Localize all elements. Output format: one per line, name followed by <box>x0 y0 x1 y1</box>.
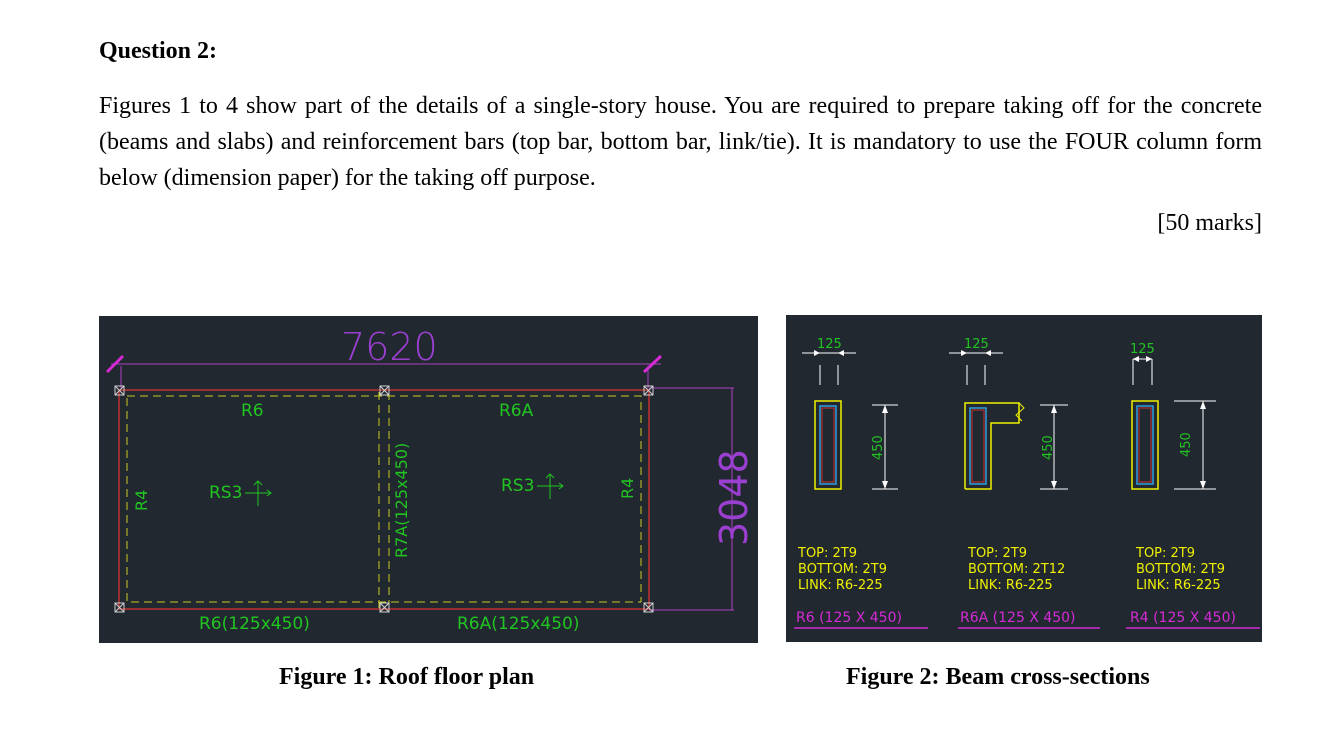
beam-label-r6a-bottom: R6A(125x450) <box>457 614 579 634</box>
section-r6a-width: 125 <box>964 337 989 352</box>
beam-label-r7a: R7A(125x450) <box>392 443 411 558</box>
width-dimension: 7620 <box>341 325 438 369</box>
section-r6-depth: 450 <box>871 435 886 460</box>
section-r6-name: R6 (125 X 450) <box>796 610 902 626</box>
roof-floor-plan-drawing: 7620 3048 R6 R6A RS3 RS3 <box>105 325 756 634</box>
column-markers <box>114 385 654 613</box>
slab-arrow-right <box>537 473 564 499</box>
beam-label-r6: R6 <box>241 401 264 421</box>
section-r4-top: TOP: 2T9 <box>1135 546 1195 561</box>
section-r6a-name: R6A (125 X 450) <box>960 610 1076 626</box>
section-r6a-bottom: BOTTOM: 2T12 <box>968 562 1065 577</box>
beam-label-r6-bottom: R6(125x450) <box>199 614 310 634</box>
dim-tick-right <box>642 354 663 374</box>
height-dimension: 3048 <box>712 449 756 546</box>
question-body: Figures 1 to 4 show part of the details … <box>99 93 1262 191</box>
figure1-caption: Figure 1: Roof floor plan <box>279 664 535 690</box>
section-r6-top: TOP: 2T9 <box>797 546 857 561</box>
figure2-caption: Figure 2: Beam cross-sections <box>846 664 1150 690</box>
section-r6-bottom: BOTTOM: 2T9 <box>798 562 887 577</box>
section-r6-width: 125 <box>817 337 842 352</box>
question-title: Question 2: <box>99 38 218 64</box>
section-r4-bottom: BOTTOM: 2T9 <box>1136 562 1225 577</box>
section-r4-depth: 450 <box>1179 432 1194 457</box>
section-r4-name: R4 (125 X 450) <box>1130 610 1236 626</box>
beam-cross-sections-figure: 125 450 TOP: 2T9 BOTTOM: 2T9 LINK: R6-22… <box>786 315 1262 642</box>
slab-edge-dashed <box>126 395 642 603</box>
section-r4-width: 125 <box>1130 342 1155 357</box>
section-r6a-depth: 450 <box>1041 435 1056 460</box>
beam-label-r4-left: R4 <box>132 490 151 511</box>
slab-label-right: RS3 <box>501 476 534 496</box>
slab-label-left: RS3 <box>209 483 242 503</box>
marks-label: [50 marks] <box>1157 210 1262 236</box>
section-r6: 125 450 TOP: 2T9 BOTTOM: 2T9 LINK: R6-22… <box>794 337 928 629</box>
section-r4: 125 450 TOP: 2T9 BOTTOM: 2T9 LINK: R6-22… <box>1126 342 1260 629</box>
section-r4-link: LINK: R6-225 <box>1136 578 1221 593</box>
beam-label-r6a: R6A <box>499 401 534 421</box>
section-r6-link: LINK: R6-225 <box>798 578 883 593</box>
slab-arrow-left <box>245 480 272 506</box>
section-r6a: 125 450 TOP: 2T9 BOTTOM: 2T12 LINK: R6-2… <box>949 337 1100 629</box>
beam-sections-drawing: 125 450 TOP: 2T9 BOTTOM: 2T9 LINK: R6-22… <box>794 337 1260 629</box>
roof-floor-plan-figure: 7620 3048 R6 R6A RS3 RS3 <box>99 316 758 643</box>
section-r6a-link: LINK: R6-225 <box>968 578 1053 593</box>
beam-label-r4-right: R4 <box>618 478 637 499</box>
dim-tick-left <box>105 354 125 374</box>
beam-outline <box>118 389 650 610</box>
section-r6a-top: TOP: 2T9 <box>967 546 1027 561</box>
